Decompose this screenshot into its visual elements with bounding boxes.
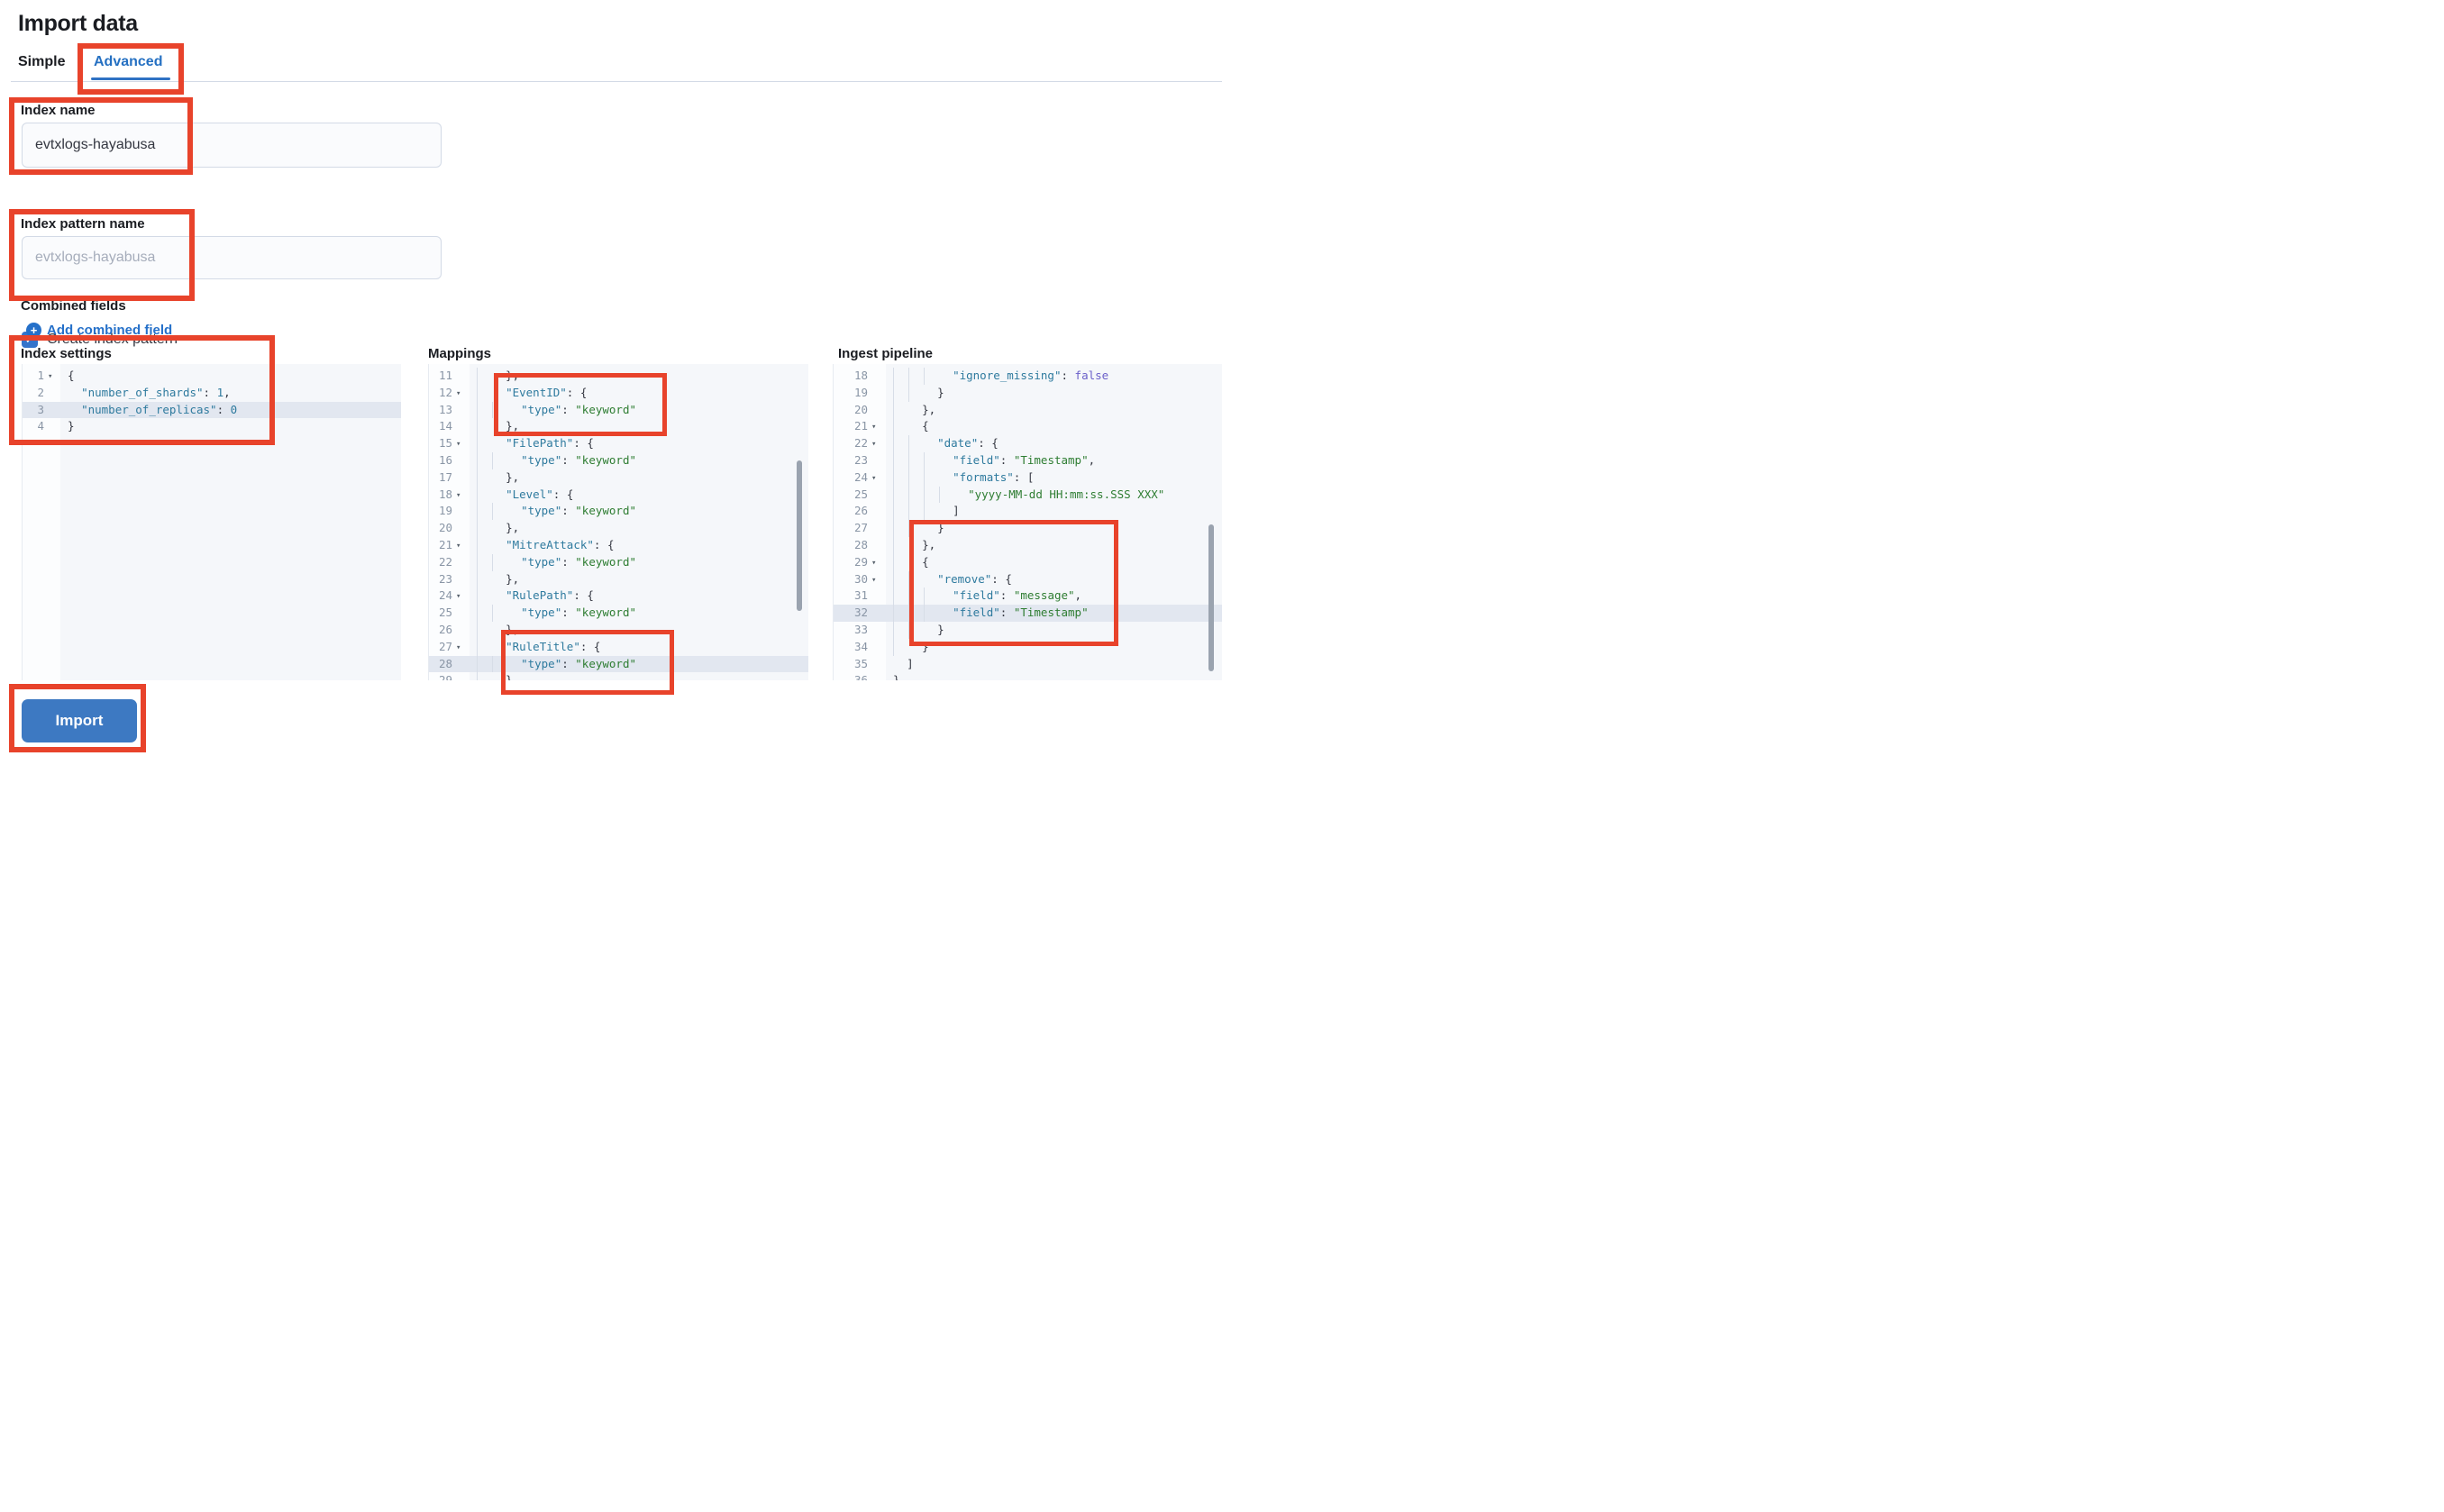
code-line-12: 12▾ "EventID": {	[429, 384, 808, 402]
fold-arrow-icon: ▾	[871, 440, 877, 450]
code-line-26: 26 ]	[834, 503, 1222, 521]
plus-in-circle-icon[interactable]: +	[26, 323, 41, 338]
fold-arrow-icon: ▾	[456, 592, 461, 602]
fold-arrow-icon: ▾	[48, 372, 53, 381]
code-line-20: 20 },	[429, 520, 808, 537]
code-line-34: 34 }	[834, 638, 1222, 656]
mappings-editor[interactable]: 11 },12▾ "EventID": {13 "type": "keyword…	[428, 364, 808, 680]
code-line-13: 13 "type": "keyword"	[429, 401, 808, 419]
code-line-35: 35 ]	[853, 656, 914, 670]
fold-arrow-icon: ▾	[456, 388, 461, 398]
code-line-28: 28 "type": "keyword"	[429, 655, 808, 673]
active-tab-underline	[91, 77, 170, 80]
combined-fields-heading: Combined fields	[21, 298, 126, 314]
index-pattern-name-label: Index pattern name	[21, 216, 145, 232]
code-line-30: 30▾ "remove": {	[834, 570, 1222, 588]
tabs-divider	[11, 81, 1222, 82]
index-name-input[interactable]	[22, 123, 442, 168]
code-line-18: 18▾ "Level": {	[429, 486, 808, 504]
code-line-19: 19 }	[834, 384, 1222, 402]
import-button[interactable]: Import	[22, 699, 137, 742]
fold-arrow-icon: ▾	[871, 575, 877, 585]
tab-advanced[interactable]: Advanced	[94, 54, 163, 69]
code-line-36: 36}	[853, 673, 900, 680]
import-data-page: Import data Simple Advanced Index name ✓…	[0, 0, 1222, 756]
code-line-25: 25 "type": "keyword"	[429, 605, 808, 622]
code-line-2: 2 "number_of_shards": 1,	[37, 385, 231, 399]
index-name-label: Index name	[21, 103, 96, 118]
index-settings-editor[interactable]: 1▾{2 "number_of_shards": 1, 3 "number_of_…	[22, 364, 401, 680]
index-pattern-name-input[interactable]	[22, 236, 442, 279]
code-line-29: 29 },	[429, 672, 808, 680]
code-line-14: 14 },	[429, 418, 808, 436]
code-line-21: 21▾ {	[834, 418, 1222, 436]
code-line-23: 23 },	[429, 570, 808, 588]
code-line-31: 31 "field": "message",	[834, 587, 1222, 606]
code-line-16: 16 "type": "keyword"	[429, 451, 808, 469]
index-settings-label: Index settings	[21, 346, 112, 361]
code-line-25: 25 "yyyy-MM-dd HH:mm:ss.SSS XXX"	[834, 486, 1222, 504]
code-line-15: 15▾ "FilePath": {	[429, 435, 808, 452]
code-line-26: 26 },	[429, 621, 808, 639]
code-line-32: 32 "field": "Timestamp"	[834, 605, 1222, 622]
ingest-pipeline-scrollbar[interactable]	[1208, 524, 1214, 671]
fold-arrow-icon: ▾	[871, 558, 877, 568]
code-line-11: 11 },	[429, 368, 808, 385]
code-line-3: 3 "number_of_replicas": 0	[23, 401, 401, 419]
code-line-17: 17 },	[429, 469, 808, 487]
tab-simple[interactable]: Simple	[18, 54, 66, 69]
code-line-27: 27▾ "RuleTitle": {	[429, 638, 808, 656]
mappings-label: Mappings	[428, 346, 491, 361]
code-line-24: 24▾ "formats": [	[834, 469, 1222, 487]
code-line-19: 19 "type": "keyword"	[429, 503, 808, 521]
code-line-28: 28 },	[834, 536, 1222, 554]
code-line-20: 20 },	[834, 401, 1222, 419]
code-line-33: 33 }	[834, 621, 1222, 639]
code-line-22: 22 "type": "keyword"	[429, 553, 808, 571]
add-combined-field-link[interactable]: Add combined field	[47, 323, 173, 338]
page-title: Import data	[18, 11, 138, 36]
code-line-29: 29▾ {	[834, 553, 1222, 571]
fold-arrow-icon: ▾	[456, 490, 461, 500]
code-line-21: 21▾ "MitreAttack": {	[429, 536, 808, 554]
fold-arrow-icon: ▾	[456, 541, 461, 551]
ingest-pipeline-label: Ingest pipeline	[838, 346, 934, 361]
code-line-24: 24▾ "RulePath": {	[429, 587, 808, 606]
fold-arrow-icon: ▾	[871, 423, 877, 433]
fold-arrow-icon: ▾	[871, 473, 877, 483]
code-line-18: 18 "ignore_missing": false	[834, 368, 1222, 385]
code-line-27: 27 }	[834, 520, 1222, 537]
code-line-1: 1▾{	[23, 368, 401, 385]
code-line-4: 4}	[37, 419, 75, 433]
code-line-23: 23 "field": "Timestamp",	[834, 451, 1222, 469]
fold-arrow-icon: ▾	[456, 440, 461, 450]
mappings-scrollbar[interactable]	[797, 460, 802, 611]
code-line-22: 22▾ "date": {	[834, 435, 1222, 452]
fold-arrow-icon: ▾	[456, 642, 461, 652]
